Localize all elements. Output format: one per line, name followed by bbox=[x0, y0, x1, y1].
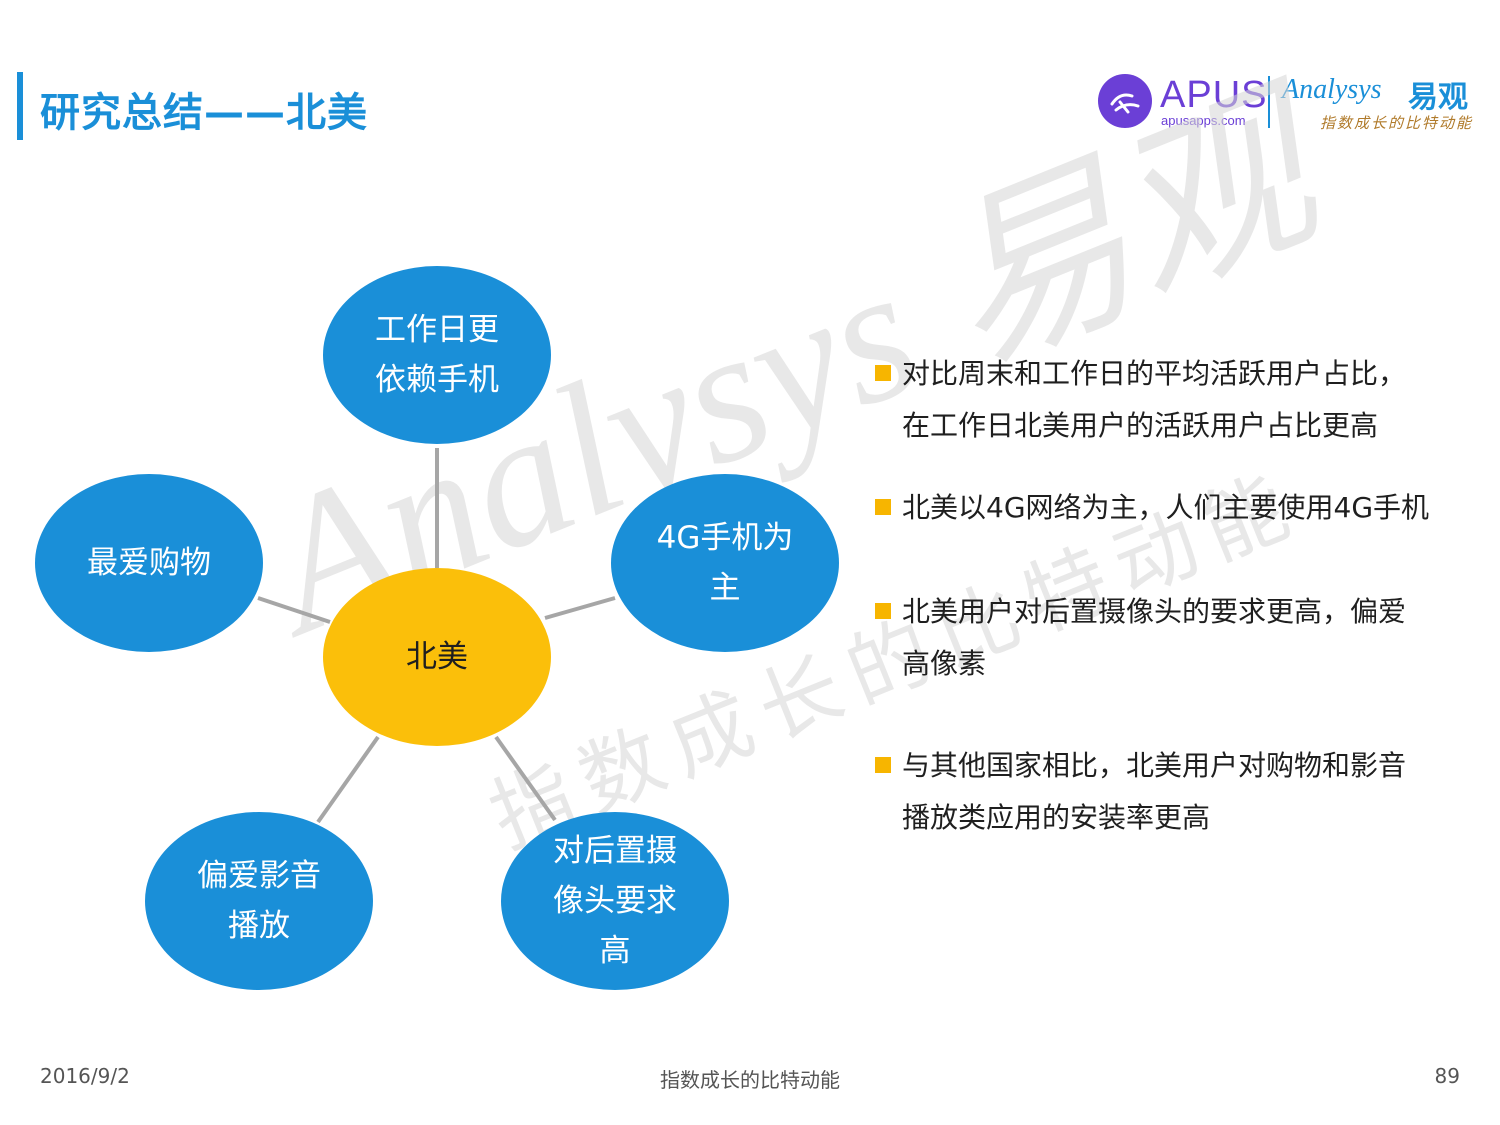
bullet-square-icon bbox=[875, 603, 891, 619]
node-top-label: 工作日更 依赖手机 bbox=[375, 311, 499, 398]
connector-bottom-left bbox=[316, 735, 380, 824]
apus-logo-icon bbox=[1098, 74, 1152, 128]
node-top bbox=[323, 266, 551, 444]
node-bottom-right-label: 对后置摄 像头要求 高 bbox=[553, 832, 677, 970]
connector-bottom-right bbox=[494, 735, 557, 822]
title-accent-bar bbox=[17, 72, 23, 140]
node-center-label: 北美 bbox=[406, 638, 468, 675]
apus-wordmark: APUS bbox=[1160, 74, 1268, 116]
analysys-wordmark: Analysys bbox=[1282, 74, 1382, 105]
brand-logos: APUS apusapps.com Analysys 易观 指数成长的比特动能 bbox=[1098, 72, 1478, 132]
node-right-label: 4G手机为 主 bbox=[656, 519, 794, 606]
bullet-square-icon bbox=[875, 365, 891, 381]
logo-divider bbox=[1268, 76, 1270, 128]
analysys-slogan: 指数成长的比特动能 bbox=[1320, 114, 1474, 132]
apus-url: apusapps.com bbox=[1161, 113, 1246, 128]
bullet-text: 对比周末和工作日的平均活跃用户占比， 在工作日北美用户的活跃用户占比更高 bbox=[902, 357, 1407, 442]
node-left bbox=[35, 474, 263, 652]
analysys-cn-wordmark: 易观 bbox=[1408, 80, 1468, 115]
connector-right bbox=[544, 596, 616, 620]
page-title: 研究总结——北美 bbox=[40, 90, 368, 136]
bullet-square-icon bbox=[875, 499, 891, 515]
summary-bullet-list: 对比周末和工作日的平均活跃用户占比， 在工作日北美用户的活跃用户占比更高 北美以… bbox=[872, 348, 1472, 844]
bullet-square-icon bbox=[875, 757, 891, 773]
node-bottom-left bbox=[145, 812, 373, 990]
connector-left bbox=[257, 596, 331, 624]
footer-date: 2016/9/2 bbox=[40, 1064, 130, 1088]
node-bottom-left-label: 偏爱影音 播放 bbox=[197, 857, 321, 944]
bullet-text: 与其他国家相比，北美用户对购物和影音 播放类应用的安装率更高 bbox=[902, 749, 1407, 834]
bullet-item: 对比周末和工作日的平均活跃用户占比， 在工作日北美用户的活跃用户占比更高 bbox=[872, 348, 1472, 452]
footer-slogan: 指数成长的比特动能 bbox=[660, 1068, 840, 1092]
node-left-label: 最爱购物 bbox=[87, 544, 211, 581]
bullet-item: 北美以4G网络为主，人们主要使用4G手机 bbox=[872, 482, 1472, 534]
bullet-item: 与其他国家相比，北美用户对购物和影音 播放类应用的安装率更高 bbox=[872, 740, 1472, 844]
connector-lines bbox=[257, 448, 616, 824]
node-right bbox=[611, 474, 839, 652]
bullet-text: 北美以4G网络为主，人们主要使用4G手机 bbox=[902, 491, 1430, 524]
node-center bbox=[323, 568, 551, 746]
bullet-text: 北美用户对后置摄像头的要求更高，偏爱 高像素 bbox=[902, 595, 1407, 680]
bullet-item: 北美用户对后置摄像头的要求更高，偏爱 高像素 bbox=[872, 586, 1472, 690]
node-bottom-right bbox=[501, 812, 729, 990]
page-number: 89 bbox=[1434, 1064, 1460, 1088]
